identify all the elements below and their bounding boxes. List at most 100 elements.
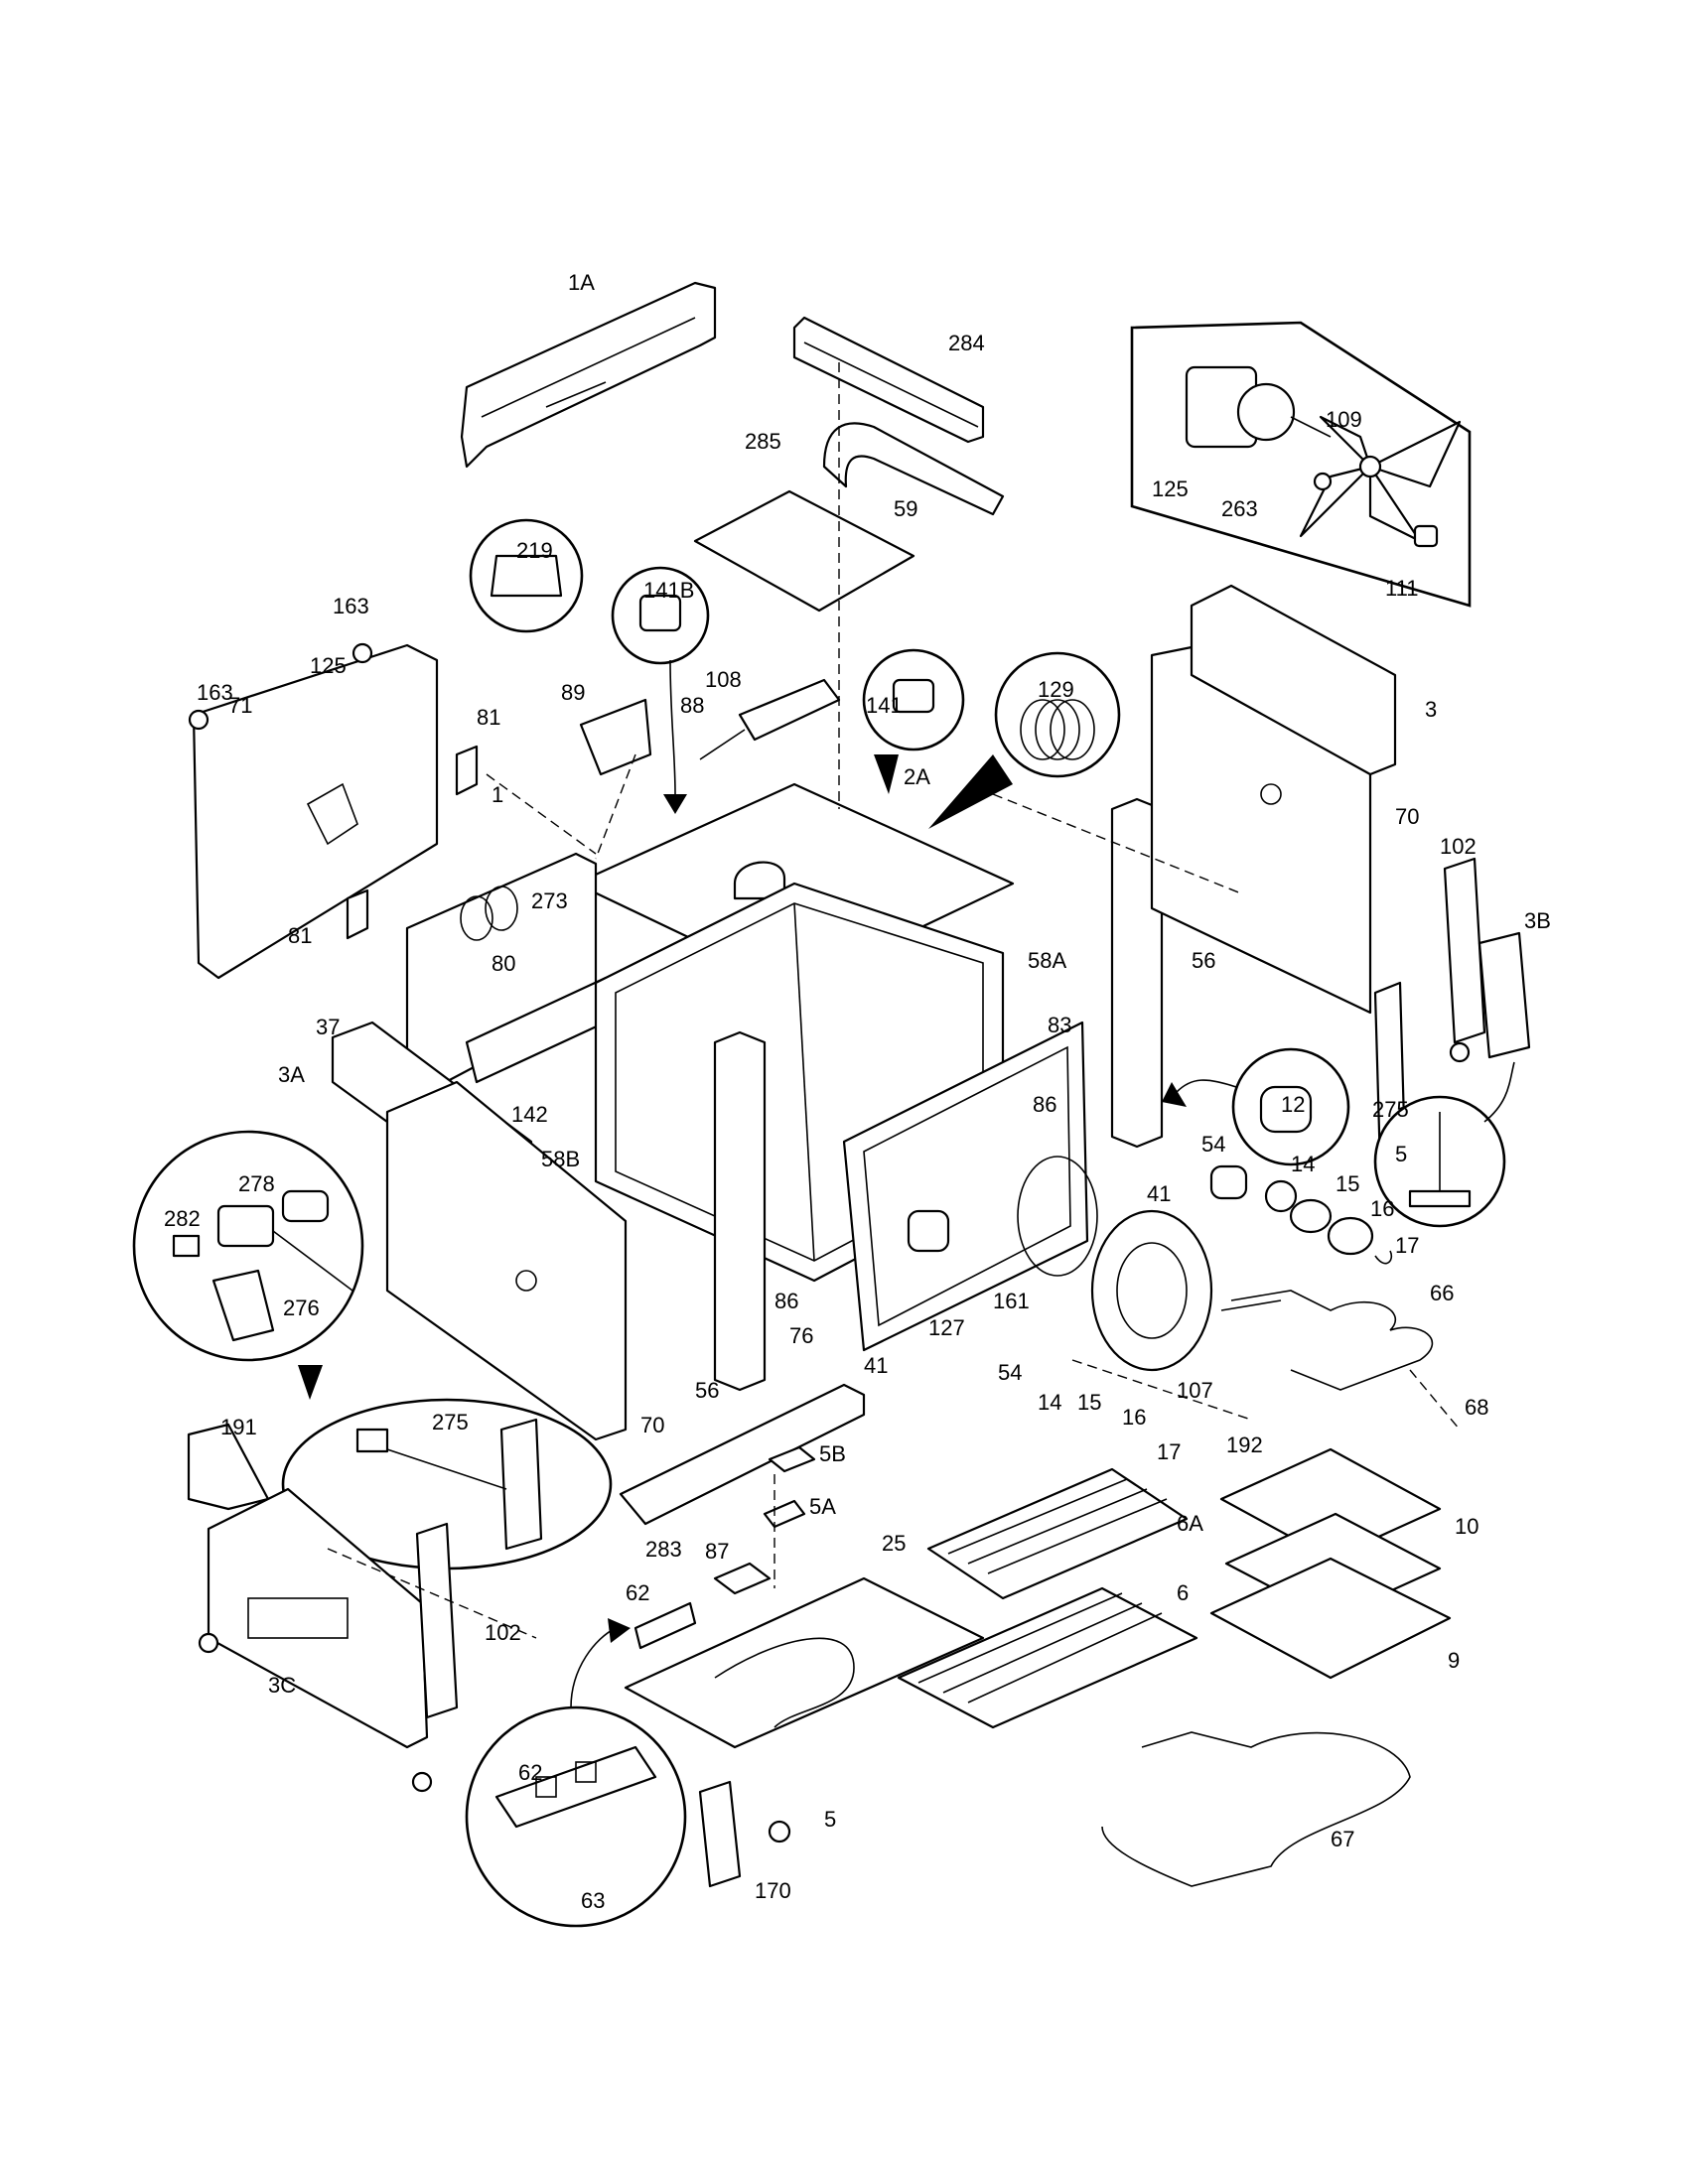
callout-62-63 (465, 1618, 687, 1928)
part-59-vent-duct (822, 422, 1005, 516)
label-3B: 3B (1524, 908, 1551, 933)
label-80: 80 (492, 951, 515, 976)
part-107-fan-cover (1090, 1209, 1213, 1372)
label-219: 219 (516, 538, 553, 563)
part-5b-clip (768, 1445, 816, 1473)
part-87-block (713, 1562, 772, 1595)
part-3b-bracket (1477, 931, 1531, 1059)
label-54-lower: 54 (998, 1360, 1022, 1385)
part-5-screw-lower (768, 1820, 791, 1843)
callout-5-right (1373, 1061, 1515, 1228)
label-68: 68 (1465, 1395, 1488, 1420)
label-62-lower: 62 (518, 1760, 542, 1785)
label-1: 1 (492, 782, 503, 807)
label-58B: 58B (541, 1147, 580, 1171)
label-111: 111 (1385, 576, 1418, 601)
callout-141b (611, 566, 710, 814)
label-54-upper: 54 (1201, 1132, 1225, 1157)
part-283-rail (619, 1383, 866, 1526)
label-3C: 3C (268, 1673, 296, 1698)
label-87: 87 (705, 1539, 729, 1564)
label-273: 273 (531, 888, 568, 913)
part-161-gasket (1017, 1156, 1098, 1277)
part-191-bracket (187, 1423, 270, 1511)
part-89-hinge (579, 698, 652, 776)
label-12: 12 (1281, 1092, 1305, 1117)
label-86-bottom: 86 (774, 1289, 798, 1313)
label-70-right: 70 (1395, 804, 1419, 829)
part-127-motor (907, 1209, 950, 1253)
label-109: 109 (1326, 407, 1362, 432)
leveling-feet (198, 1041, 1471, 1793)
label-5A: 5A (809, 1494, 836, 1519)
label-41-bottom: 41 (864, 1353, 888, 1378)
label-15-upper: 15 (1336, 1171, 1359, 1196)
label-14-lower: 14 (1038, 1390, 1061, 1415)
label-283: 283 (645, 1537, 682, 1562)
callout-129 (928, 651, 1121, 829)
label-108: 108 (705, 667, 742, 692)
label-5-right: 5 (1395, 1142, 1407, 1166)
label-76: 76 (789, 1323, 813, 1348)
label-16-lower: 16 (1122, 1405, 1146, 1430)
label-41-right: 41 (1147, 1181, 1171, 1206)
label-102-right: 102 (1440, 834, 1477, 859)
label-9: 9 (1448, 1648, 1460, 1673)
part-number-labels: 1A 284 285 59 125 109 263 111 219 141B 1… (164, 270, 1551, 1913)
label-263: 263 (1221, 496, 1258, 521)
label-107: 107 (1177, 1378, 1213, 1403)
label-5-lower: 5 (824, 1807, 836, 1832)
label-276: 276 (283, 1296, 320, 1320)
label-5B: 5B (819, 1441, 846, 1466)
label-37: 37 (316, 1015, 340, 1039)
fan-blade-109 (1299, 415, 1462, 543)
part-66-broil-element (1220, 1290, 1434, 1391)
label-14-upper: 14 (1291, 1152, 1315, 1176)
part-284-top-trim (792, 316, 985, 444)
part-6-rack (897, 1586, 1198, 1729)
part-5a-clip (763, 1499, 806, 1529)
label-3: 3 (1425, 697, 1437, 722)
label-17-upper: 17 (1395, 1233, 1419, 1258)
label-88: 88 (680, 693, 704, 718)
label-284: 284 (948, 331, 985, 355)
label-282: 282 (164, 1206, 201, 1231)
part-83-front-frame (842, 1021, 1089, 1352)
part-81-brackets (346, 745, 479, 940)
callout-278-282-276 (132, 1130, 364, 1400)
label-58A: 58A (1028, 948, 1066, 973)
label-3A: 3A (278, 1062, 305, 1087)
label-83: 83 (1048, 1013, 1071, 1037)
callout-141 (862, 648, 965, 794)
label-170: 170 (755, 1878, 791, 1903)
part-56-trim-left (713, 1030, 767, 1392)
label-192: 192 (1226, 1433, 1263, 1457)
label-56-left: 56 (695, 1378, 719, 1403)
part-67-bake-element (1101, 1731, 1411, 1887)
label-67: 67 (1331, 1827, 1354, 1851)
label-127: 127 (928, 1315, 965, 1340)
label-102-left: 102 (485, 1620, 521, 1645)
label-141: 141 (866, 693, 903, 718)
callout-219 (469, 518, 584, 633)
label-89: 89 (561, 680, 585, 705)
part-1a-rear-bracket (460, 281, 717, 469)
label-17-lower: 17 (1157, 1439, 1181, 1464)
callout-275-lower (281, 1398, 613, 1570)
label-285: 285 (745, 429, 781, 454)
label-275-right: 275 (1372, 1097, 1409, 1122)
part-6a-rack (926, 1467, 1189, 1600)
label-66: 66 (1430, 1281, 1454, 1305)
label-81-bottom: 81 (288, 923, 312, 948)
label-86-top: 86 (1033, 1092, 1056, 1117)
label-71: 71 (228, 693, 252, 718)
part-108-heater (699, 678, 841, 760)
part-9-pan (1209, 1557, 1452, 1680)
label-141B: 141B (643, 578, 694, 603)
label-6: 6 (1177, 1580, 1189, 1605)
part-285-insulation-sheet (693, 489, 915, 613)
label-63: 63 (581, 1888, 605, 1913)
callout-12 (1162, 1047, 1350, 1166)
part-163-screws (188, 642, 373, 731)
